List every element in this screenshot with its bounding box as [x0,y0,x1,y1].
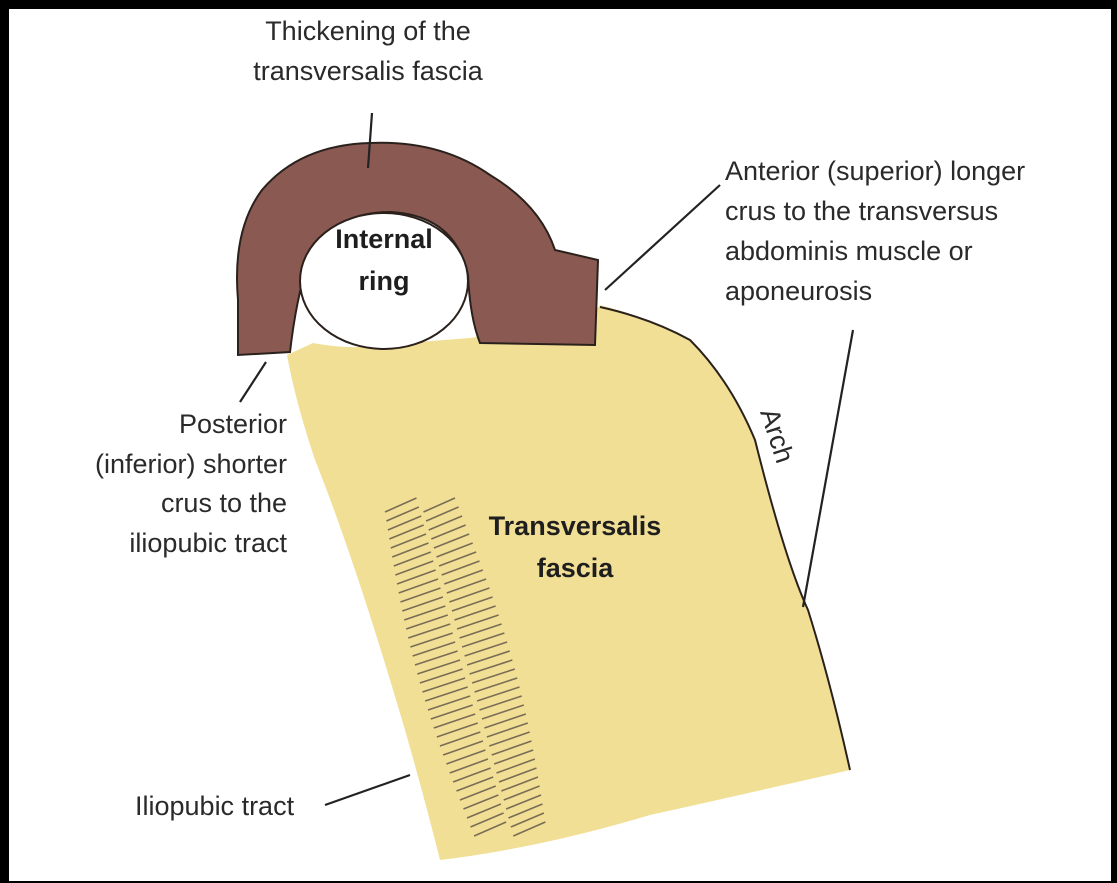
anterior-crus-label-line3: abdominis muscle or [725,236,973,266]
iliopubic-tract-leader [325,775,410,805]
arch-label: Arch [754,405,800,467]
posterior-crus-label-line1: Posterior [179,409,287,439]
thickening-label-line2: transversalis fascia [253,56,484,86]
transversalis-fascia-label-line1: Transversalis [489,511,662,541]
arch-leader [803,330,853,607]
anterior-crus-leader [605,185,720,290]
thickening-label-line1: Thickening of the [265,16,471,46]
posterior-crus-label-line3: crus to the [161,488,287,518]
anterior-crus-label-line4: aponeurosis [725,276,872,306]
transversalis-fascia-label-line2: fascia [537,553,615,583]
posterior-crus-label-line2: (inferior) shorter [95,449,287,479]
anterior-crus-label-line1: Anterior (superior) longer [725,156,1025,186]
internal-ring-label-line1: Internal [335,224,433,254]
posterior-crus-label-line4: iliopubic tract [129,528,287,558]
posterior-crus-leader [240,362,266,402]
internal-ring-label-line2: ring [359,266,410,296]
iliopubic-tract-label: Iliopubic tract [135,791,295,821]
anterior-crus-label-line2: crus to the transversus [725,196,998,226]
